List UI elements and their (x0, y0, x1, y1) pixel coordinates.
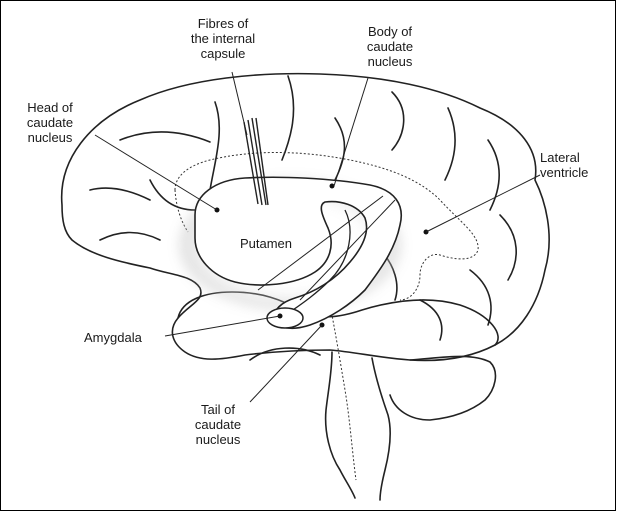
leader-amygdala (164, 315, 281, 337)
leader-putamen (299, 199, 396, 301)
caudate-nucleus (194, 176, 402, 330)
cerebellum-outline (389, 355, 497, 421)
leader-body-caudate (333, 77, 369, 187)
amygdala-shape (266, 307, 304, 329)
leader-fibres (231, 71, 248, 136)
label-putamen: Putamen (239, 236, 293, 251)
gyri (119, 131, 211, 143)
cerebrum-outline (60, 72, 550, 362)
label-tail-caudate-nucleus: Tail of caudate nucleus (194, 402, 242, 447)
marker-body-caudate (329, 183, 335, 189)
leader-tail-caudate (249, 324, 323, 403)
internal-capsule-fibres (247, 119, 263, 206)
ventricle-dashed-outline (174, 152, 479, 301)
label-body-caudate-nucleus: Body of caudate nucleus (366, 24, 414, 69)
leader-lateral-ventricle (425, 174, 541, 233)
leader-head-caudate (94, 134, 218, 211)
label-fibres-internal-capsule: Fibres of the internal capsule (190, 16, 256, 61)
leader-putamen-body (257, 195, 384, 291)
label-head-caudate-nucleus: Head of caudate nucleus (26, 100, 74, 145)
label-amygdala: Amygdala (84, 330, 142, 345)
label-lateral-ventricle: Lateral ventricle (540, 150, 589, 180)
brainstem-outline (324, 351, 356, 499)
